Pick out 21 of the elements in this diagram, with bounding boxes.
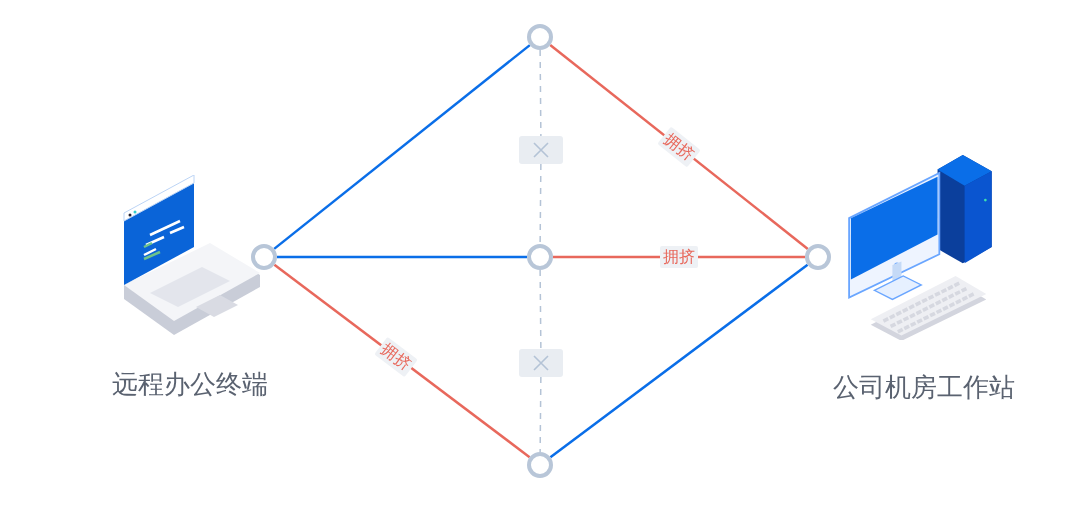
connection-line xyxy=(549,44,809,250)
connection-line xyxy=(549,263,809,459)
blocked-box xyxy=(519,349,563,377)
device-caption: 公司机房工作站 xyxy=(833,371,1015,404)
dashed-line xyxy=(539,269,542,350)
circle-node xyxy=(527,24,553,50)
edge-label: 拥挤 xyxy=(374,336,419,378)
circle-node xyxy=(527,452,553,478)
edge-label: 拥挤 xyxy=(660,246,698,268)
connection-line xyxy=(273,44,531,250)
connection-line xyxy=(277,255,527,259)
dashed-line xyxy=(539,376,542,453)
circle-node xyxy=(251,244,277,270)
connection-line xyxy=(273,263,531,459)
blocked-box xyxy=(519,136,563,164)
dashed-line xyxy=(539,49,542,137)
device-caption: 远程办公终端 xyxy=(112,368,268,401)
dashed-line xyxy=(539,163,542,245)
circle-node xyxy=(527,244,553,270)
edge-label: 拥挤 xyxy=(657,126,701,168)
circle-node xyxy=(805,244,831,270)
